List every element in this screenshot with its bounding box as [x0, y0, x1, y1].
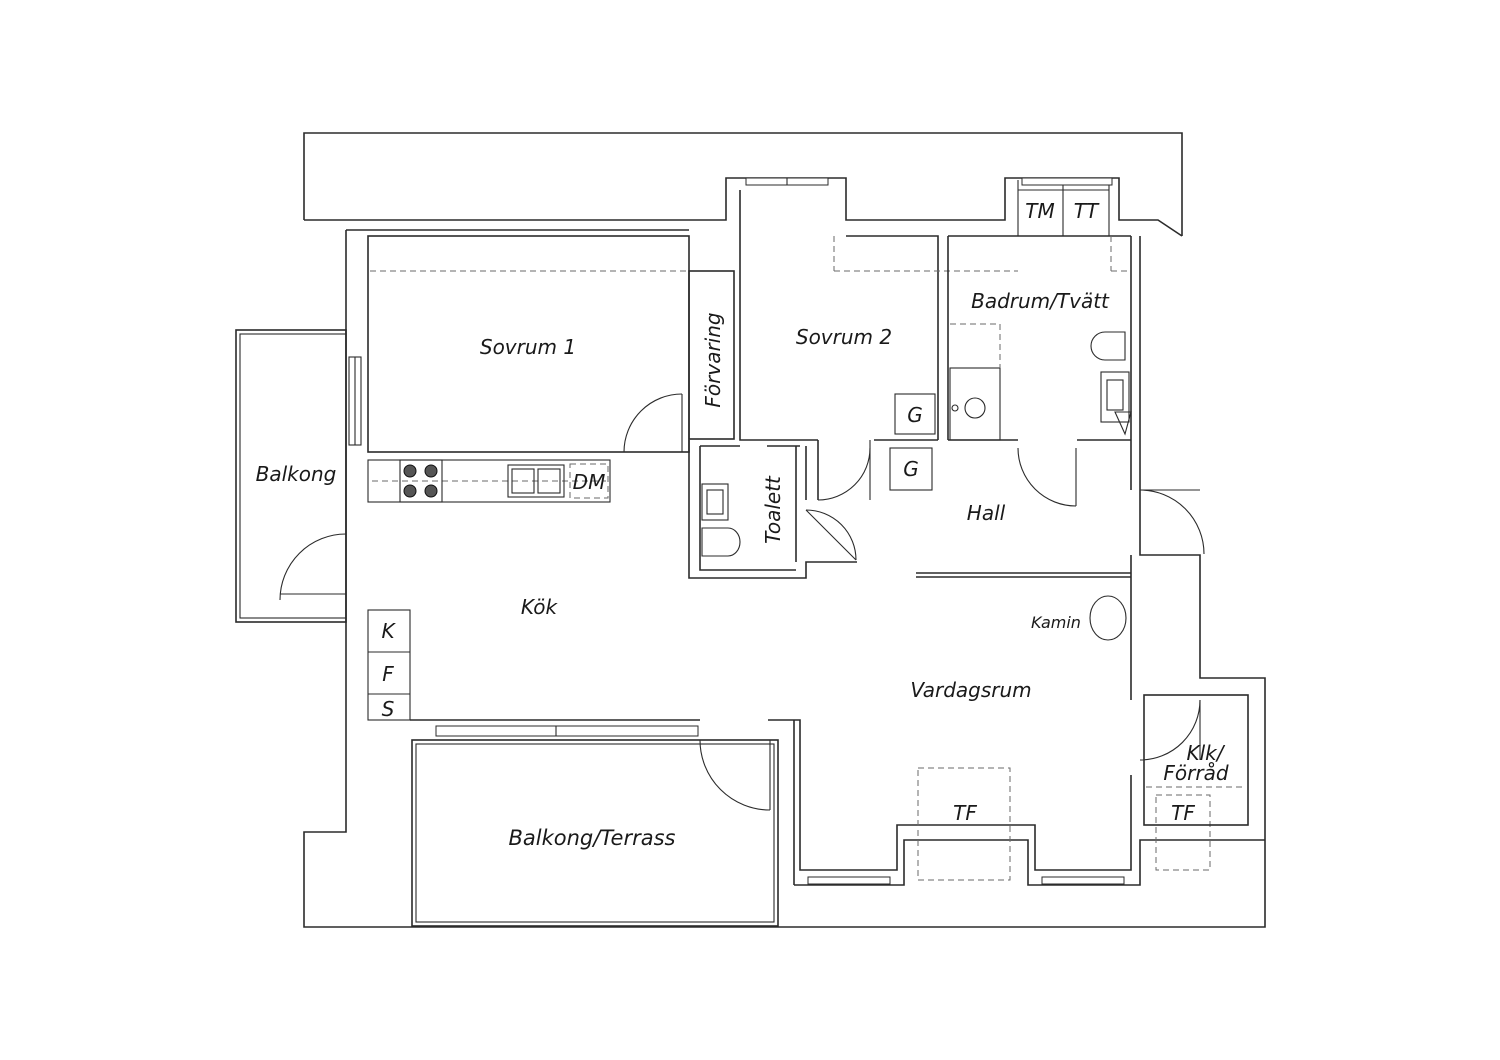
door-sovrum2[interactable]	[817, 440, 871, 501]
toalett	[688, 440, 857, 579]
outer-walls	[303, 132, 1266, 928]
label-tt: TT	[1074, 199, 1100, 223]
sovrum-2	[739, 190, 1018, 441]
label-sovrum1: Sovrum 1	[480, 335, 576, 359]
door-terrass[interactable]	[699, 739, 771, 811]
door-sovrum1[interactable]	[623, 393, 683, 453]
label-g-2: G	[903, 457, 919, 481]
label-k: K	[381, 619, 396, 643]
label-kamin: Kamin	[1031, 613, 1081, 632]
label-toalett: Toalett	[761, 475, 785, 544]
kok	[367, 459, 611, 721]
label-tm: TM	[1025, 199, 1054, 223]
entrance-door[interactable]	[1139, 489, 1205, 555]
label-klk-2: Förråd	[1163, 761, 1228, 785]
vardagsrum-walls	[410, 555, 1265, 886]
hall-walls	[817, 439, 1131, 578]
door-toalett[interactable]	[805, 509, 857, 561]
label-s: S	[382, 697, 395, 721]
label-vardagsrum: Vardagsrum	[910, 678, 1031, 702]
label-dm: DM	[573, 470, 606, 494]
balkong-left	[235, 329, 347, 623]
label-f: F	[382, 662, 394, 686]
label-g-1: G	[907, 403, 923, 427]
label-balkong-terrass: Balkong/Terrass	[508, 826, 675, 850]
balkong-terrass	[411, 725, 779, 927]
label-kok: Kök	[521, 595, 559, 619]
window-vardagsrum	[807, 876, 1125, 885]
door-klk[interactable]	[1139, 699, 1201, 761]
label-balkong: Balkong	[256, 462, 337, 486]
door-balkong[interactable]	[279, 533, 347, 601]
window-sovrum2	[745, 177, 829, 186]
label-forvaring: Förvaring	[701, 312, 725, 407]
label-tf-2: TF	[1171, 801, 1195, 825]
label-sovrum2: Sovrum 2	[796, 325, 892, 349]
door-badrum[interactable]	[1017, 447, 1077, 507]
badrum	[947, 180, 1132, 441]
label-badrum: Badrum/Tvätt	[971, 289, 1110, 313]
label-klk-1: Klk/	[1187, 741, 1226, 765]
label-hall: Hall	[967, 501, 1006, 525]
label-tf-1: TF	[953, 801, 977, 825]
window-badrum	[1021, 177, 1113, 186]
forvaring-closet	[688, 270, 735, 440]
